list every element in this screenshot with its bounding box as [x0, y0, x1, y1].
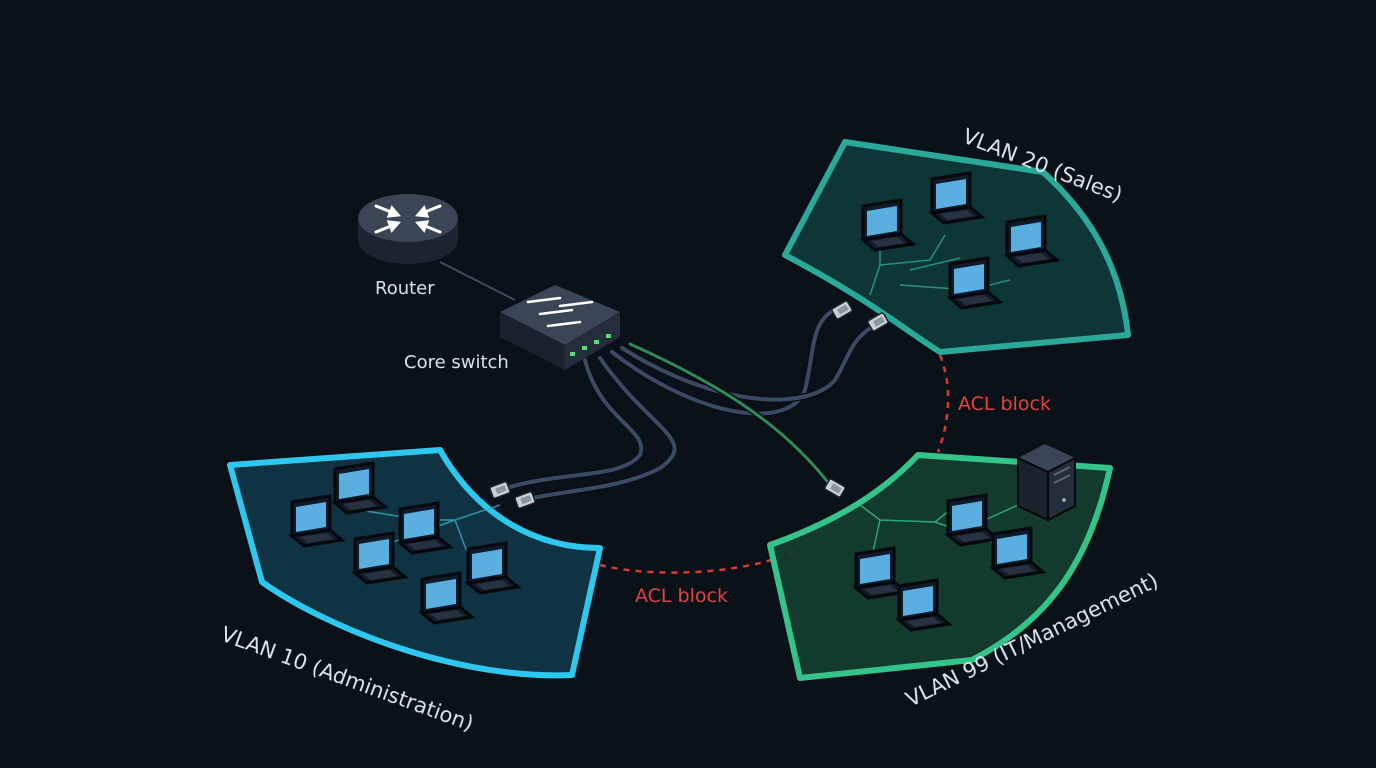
core-switch-icon — [500, 285, 620, 370]
background-dots-left — [0, 280, 220, 768]
connector-vlan10-b — [513, 490, 537, 510]
vlan-99-zone — [767, 452, 1113, 681]
acl-block-arc-right — [936, 354, 950, 453]
router-label: Router — [375, 278, 435, 299]
connector-vlan20-a — [830, 299, 854, 321]
server-icon — [1017, 444, 1076, 522]
vlan-10-zone — [227, 447, 603, 679]
acl-block-label-right: ACL block — [958, 393, 1051, 415]
router-icon — [358, 194, 458, 264]
acl-block-label-bottom: ACL block — [635, 585, 728, 607]
cables — [496, 304, 879, 504]
connector-vlan10-a — [488, 480, 512, 500]
background-dots — [1130, 0, 1376, 768]
vlan-20-zone — [782, 139, 1131, 355]
router-link — [439, 261, 516, 301]
core-switch-label: Core switch — [404, 352, 509, 373]
